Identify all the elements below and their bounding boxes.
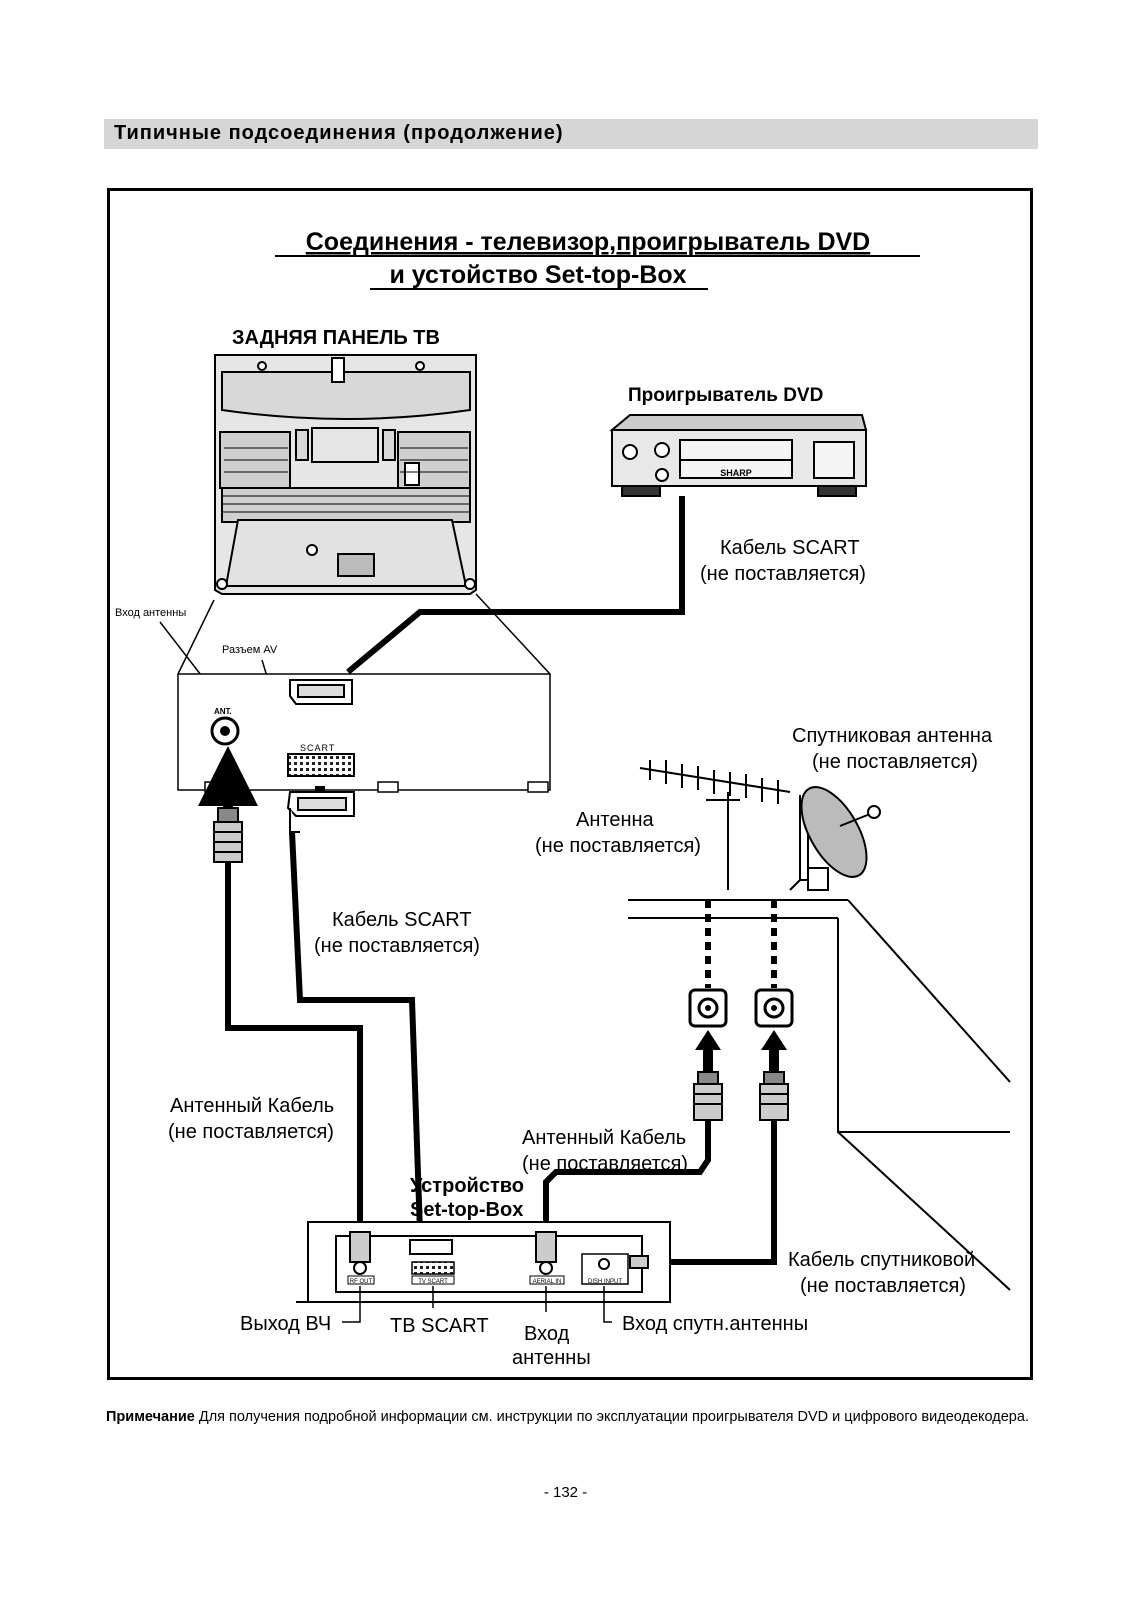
note: Примечание Для получения подробной инфор…: [106, 1408, 1046, 1427]
scart-cable-dvd-tv: [346, 496, 685, 675]
dvd-brand: SHARP: [720, 468, 752, 478]
stb-dish-plug: [629, 1255, 649, 1269]
satellite-cable-label: Кабель спутниковой: [788, 1249, 975, 1271]
diagram-title-line1: Соединения - телевизор,проигрыватель DVD: [306, 228, 871, 256]
antenna-cable-aerial: [543, 1120, 711, 1222]
tv-scart-label: ТВ SCART: [390, 1315, 489, 1337]
scart-plug-upper: [289, 679, 353, 705]
antenna-plug-wall: [693, 1071, 723, 1121]
av-connector-label: Разъем AV: [222, 644, 278, 656]
callout-lines: [342, 1286, 612, 1323]
antenna-input-label: Вход антенны: [115, 607, 186, 619]
stb-port-dish-input: [581, 1253, 629, 1285]
scart-cable-1-note: (не поставляется): [700, 563, 866, 585]
wall-socket-antenna: [688, 988, 728, 1028]
scart-port-label: SCART: [300, 743, 335, 753]
section-header-bar: [104, 119, 1038, 149]
stb-label-line2: Set-top-Box: [410, 1199, 523, 1221]
scart-port: [287, 753, 355, 777]
stb-port-aerial-in-label: AERIAL IN: [533, 1279, 562, 1285]
note-text: Для получения подробной информации см. и…: [194, 1409, 1029, 1425]
antenna-in-label: Вход: [524, 1323, 570, 1345]
terrestrial-antenna: [639, 760, 791, 890]
antenna-cable-2-label: Антенный Кабель: [522, 1127, 686, 1149]
tv-back-panel: [214, 354, 477, 595]
diagram-frame: [107, 188, 1033, 1380]
satellite-cable: [646, 1120, 777, 1265]
stb-port-tv-scart-label: TV SCART: [418, 1279, 448, 1285]
dvd-player: [609, 414, 868, 497]
stb-scart-plug: [409, 1239, 453, 1255]
stb-port-dish-input-label: DISH INPUT: [588, 1279, 622, 1285]
stb-aerial-plug: [535, 1231, 557, 1263]
scart-cable-2-label: Кабель SCART: [332, 909, 472, 931]
ant-port-label: ANT.: [214, 707, 232, 716]
stb-label: Устройство: [410, 1175, 524, 1197]
scart-plug-lower: [286, 791, 355, 833]
page-number: - 132 -: [543, 1484, 588, 1501]
satellite-antenna-note: (не поставляется): [812, 751, 978, 773]
satellite-dish: [799, 786, 881, 891]
antenna-in-label-line2: антенны: [512, 1347, 591, 1369]
tv-grille: [222, 447, 470, 513]
antenna-cable-2-note: (не поставляется): [522, 1153, 688, 1175]
ant-port: [210, 716, 240, 746]
building-wall: [628, 899, 1011, 1291]
satellite-plug-wall: [759, 1071, 789, 1121]
wall-socket-satellite: [754, 988, 794, 1028]
antenna-cable-1-label: Антенный Кабель: [170, 1095, 334, 1117]
satellite-cable-note: (не поставляется): [800, 1275, 966, 1297]
satellite-in-label: Вход спутн.антенны: [622, 1313, 808, 1335]
scart-cable-stb: [289, 831, 423, 1233]
rf-output-label: Выход ВЧ: [240, 1313, 331, 1335]
antenna-label: Антенна: [576, 809, 655, 831]
section-title: Типичные подсоединения (продолжение): [114, 122, 564, 144]
diagram-title-line2: и устойство Set-top-Box: [389, 261, 686, 289]
dvd-player-label: Проигрыватель DVD: [628, 385, 823, 406]
stb-port-rf-out-label: RF OUT: [350, 1279, 373, 1285]
stb-rf-plug: [349, 1231, 371, 1263]
antenna-cable-1-note: (не поставляется): [168, 1121, 334, 1143]
stb-port-tv-scart: [411, 1261, 455, 1285]
antenna-plug-left: [213, 807, 243, 863]
tv-back-panel-label: ЗАДНЯЯ ПАНЕЛЬ ТВ: [232, 327, 440, 349]
tv-panel-closeup: [177, 593, 551, 793]
note-label: Примечание: [106, 1409, 195, 1425]
stb-port-aerial-in: [529, 1261, 565, 1285]
scart-cable-1-label: Кабель SCART: [720, 537, 860, 559]
scart-cable-2-note: (не поставляется): [314, 935, 480, 957]
antenna-note: (не поставляется): [535, 835, 701, 857]
antenna-cable-rf: [225, 862, 363, 1222]
stb-port-rf-out: [347, 1261, 375, 1285]
satellite-antenna-label: Спутниковая антенна: [792, 725, 993, 747]
